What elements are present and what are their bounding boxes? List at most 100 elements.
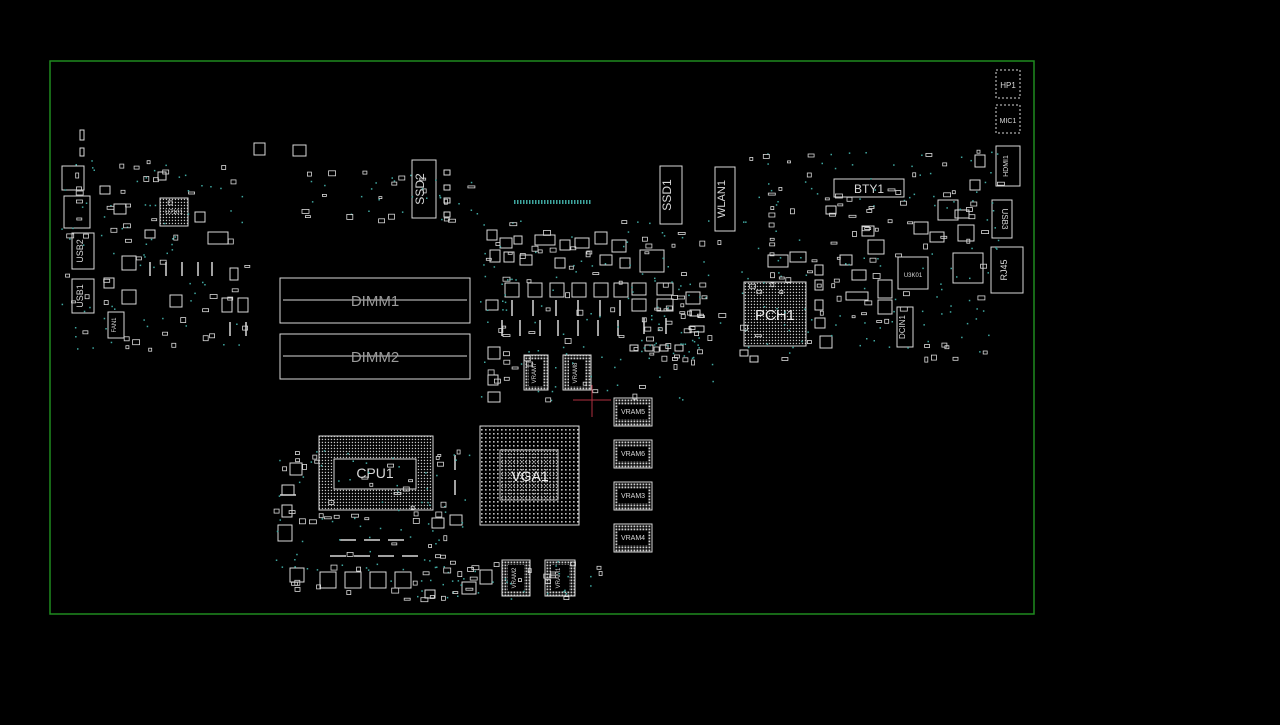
- via: [863, 287, 866, 290]
- component-label: DIMM1: [351, 293, 399, 310]
- passive: [681, 272, 687, 277]
- passive: [592, 389, 599, 394]
- component-label: HP1: [1000, 81, 1016, 90]
- component-bty1[interactable]: BTY1: [833, 178, 905, 198]
- passive: [543, 229, 551, 236]
- component-vram6[interactable]: VRAM6: [613, 439, 653, 469]
- component-dimm1[interactable]: DIMM1: [279, 277, 471, 324]
- via: [121, 227, 123, 230]
- passive: [71, 300, 76, 304]
- passive: [697, 313, 704, 318]
- component-mic1[interactable]: MIC1: [995, 104, 1021, 134]
- passive: [456, 449, 461, 455]
- passive: [665, 343, 672, 350]
- via: [429, 560, 431, 562]
- via: [688, 351, 690, 353]
- component-dcin1[interactable]: DCIN1: [896, 306, 914, 348]
- pch-passives: [739, 251, 833, 363]
- via: [780, 275, 782, 278]
- via: [693, 341, 696, 343]
- component-vram3[interactable]: VRAM3: [613, 481, 653, 511]
- component-rj45[interactable]: RJ45: [990, 246, 1024, 294]
- passive: [545, 397, 552, 403]
- component-fan1[interactable]: FAN1: [107, 311, 125, 339]
- via: [614, 366, 616, 369]
- component-hp1[interactable]: HP1: [995, 69, 1021, 99]
- via: [606, 389, 609, 392]
- passive: [162, 169, 170, 175]
- via: [845, 263, 847, 265]
- component-usb2[interactable]: USB2: [71, 232, 95, 270]
- passive: [549, 247, 557, 253]
- via: [434, 566, 437, 569]
- passive: [653, 346, 660, 353]
- via: [241, 221, 243, 224]
- via: [474, 570, 476, 573]
- passive: [677, 231, 686, 235]
- component-ssd2[interactable]: SSD2: [411, 159, 437, 219]
- passive: [769, 242, 776, 247]
- passive: [564, 338, 572, 344]
- via: [816, 193, 819, 195]
- via: [580, 260, 583, 262]
- via: [202, 281, 204, 284]
- component-dimm2[interactable]: DIMM2: [279, 333, 471, 380]
- via: [390, 580, 392, 582]
- passive: [807, 340, 812, 344]
- via: [805, 274, 808, 276]
- passive: [502, 334, 511, 338]
- component-cpu1[interactable]: CPU1: [318, 435, 434, 511]
- component-vram4[interactable]: VRAM4: [613, 523, 653, 553]
- via: [641, 273, 644, 275]
- passive: [633, 347, 639, 351]
- via: [708, 220, 710, 222]
- via: [82, 244, 85, 246]
- via: [698, 337, 700, 339]
- via: [800, 257, 802, 259]
- via: [301, 540, 304, 543]
- passive: [618, 280, 623, 285]
- passive: [509, 222, 518, 227]
- passive: [970, 201, 978, 207]
- via: [661, 232, 664, 234]
- ssd2-passives: [443, 169, 451, 218]
- via: [770, 189, 773, 192]
- via: [154, 204, 157, 207]
- via: [835, 324, 837, 326]
- passive: [125, 203, 131, 208]
- via: [747, 346, 750, 349]
- via: [149, 204, 151, 207]
- via: [555, 276, 558, 279]
- passive: [646, 336, 654, 342]
- component-pch1[interactable]: PCH1: [743, 281, 807, 347]
- pin: [571, 200, 573, 204]
- pin: [589, 200, 591, 204]
- passive: [351, 513, 359, 518]
- passive: [498, 328, 504, 333]
- component-usb3[interactable]: USB3: [991, 199, 1013, 239]
- via: [562, 346, 565, 349]
- component-vram2[interactable]: VRAM2: [501, 559, 531, 597]
- via: [323, 450, 326, 452]
- passive: [831, 283, 836, 289]
- via: [651, 318, 653, 321]
- component-vram5[interactable]: VRAM5: [613, 397, 653, 427]
- via: [680, 285, 682, 287]
- component-label: RJ45: [999, 259, 1009, 280]
- component-vram7[interactable]: VRAM7: [523, 354, 549, 391]
- component-ssd1[interactable]: SSD1: [659, 165, 683, 225]
- component-wlan1[interactable]: WLAN1: [714, 166, 736, 232]
- passive: [391, 587, 400, 594]
- component-vga1[interactable]: VGA1: [479, 425, 580, 526]
- passive: [866, 208, 873, 213]
- component-hdmi1[interactable]: HDMI1: [995, 145, 1021, 187]
- component-u7101[interactable]: U7101: [159, 197, 189, 227]
- via: [321, 518, 324, 520]
- via: [992, 210, 995, 212]
- component-vram8[interactable]: VRAM8: [562, 354, 592, 391]
- passive: [123, 223, 131, 229]
- via: [520, 220, 522, 222]
- pin: [583, 200, 585, 204]
- component-usb1[interactable]: USB1: [71, 278, 95, 314]
